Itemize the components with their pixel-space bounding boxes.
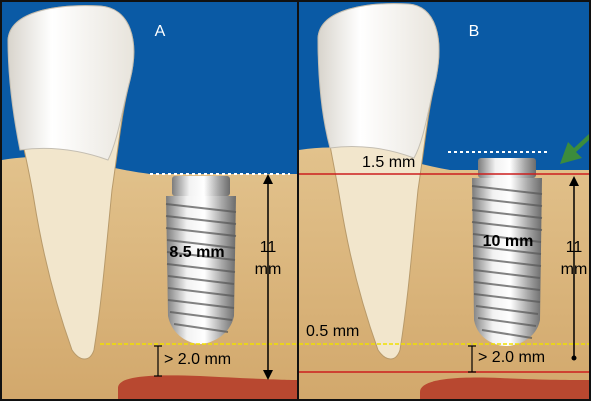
panel-a-clearance: > 2.0 mm — [164, 351, 231, 368]
panel-b-apical-offset: 0.5 mm — [306, 323, 359, 340]
panel-b-crest-offset: 1.5 mm — [362, 154, 415, 171]
panel-b-implant-length: 10 mm — [483, 233, 534, 250]
panel-a-implant-length: 8.5 mm — [169, 244, 224, 261]
panel-a-letter: A — [155, 23, 166, 40]
panel-b-bone-height-bottom: mm — [561, 261, 588, 278]
panel-a: A 8.5 mm 11 mm > 2.0 mm — [2, 2, 297, 399]
panel-a-bone-height-bottom: mm — [255, 261, 282, 278]
panel-b-clearance: > 2.0 mm — [478, 349, 545, 366]
panel-b-nerve-canal — [420, 378, 589, 399]
panel-a-bone-height-top: 11 — [260, 239, 277, 256]
panel-b-letter: B — [469, 23, 480, 40]
implant-icon — [472, 158, 542, 346]
panel-b-bone-height-top: 11 — [566, 239, 583, 256]
panel-b: B 1.5 mm 10 mm 11 mm 0.5 mm > 2.0 mm — [299, 2, 589, 399]
